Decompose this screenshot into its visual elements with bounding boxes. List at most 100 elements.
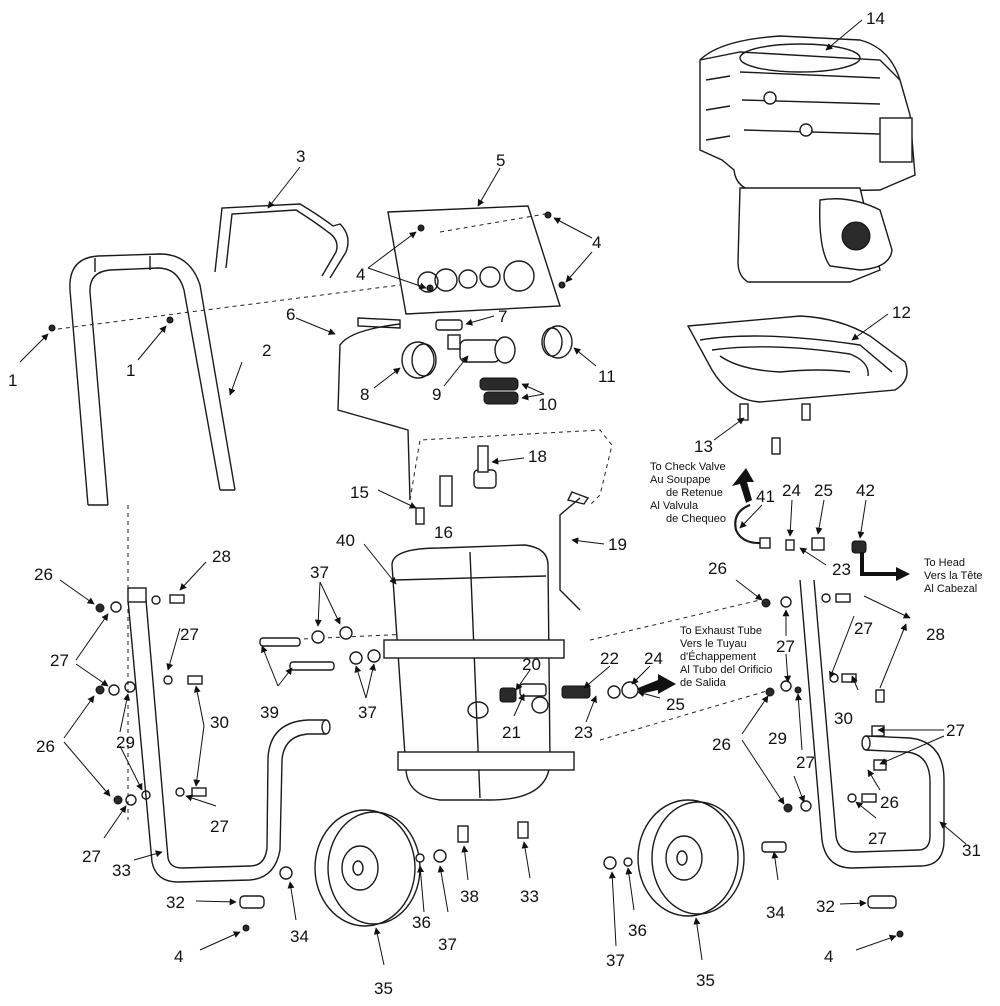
callout-11: 11: [598, 367, 616, 386]
callout-26: 26: [36, 737, 55, 756]
callout-24: 24: [782, 481, 801, 500]
callout-2: 2: [262, 341, 271, 360]
callout-1: 1: [8, 371, 17, 390]
callout-4: 4: [174, 947, 183, 966]
callout-37: 37: [310, 563, 329, 582]
hose-6: [337, 323, 411, 501]
svg-text:Vers le Tuyau: Vers le Tuyau: [680, 638, 747, 650]
callout-1: 1: [126, 361, 135, 380]
bracket-part: [214, 203, 349, 279]
exhaust-arrow: [638, 674, 676, 694]
shroud-part: [686, 315, 908, 455]
callout-36: 36: [628, 921, 647, 940]
bolts-39: [259, 626, 381, 671]
svg-text:To Exhaust Tube: To Exhaust Tube: [680, 625, 762, 637]
gauge-left: [401, 341, 437, 379]
callout-25: 25: [814, 481, 833, 500]
callout-19: 19: [608, 535, 627, 554]
check-valve-arrow: [732, 468, 754, 503]
callout-30: 30: [210, 713, 229, 732]
handle-part: [69, 253, 236, 506]
callout-27: 27: [776, 637, 795, 656]
callout-37: 37: [358, 703, 377, 722]
callout-4: 4: [356, 265, 365, 284]
coupler-part: [479, 377, 519, 405]
svg-text:d'Échappement: d'Échappement: [680, 650, 756, 663]
callout-35: 35: [696, 971, 715, 990]
callout-32: 32: [816, 897, 835, 916]
callout-15: 15: [350, 483, 369, 502]
callout-7: 7: [498, 307, 507, 326]
callout-29: 29: [768, 729, 787, 748]
callout-26: 26: [708, 559, 727, 578]
callout-41: 41: [756, 487, 775, 506]
svg-text:Vers la Tête: Vers la Tête: [924, 570, 983, 582]
callout-38: 38: [460, 887, 479, 906]
callout-27: 27: [796, 753, 815, 772]
callout-8: 8: [360, 385, 369, 404]
callout-36: 36: [412, 913, 431, 932]
callout-42: 42: [856, 481, 875, 500]
callout-22: 22: [600, 649, 619, 668]
callout-39: 39: [260, 703, 279, 722]
callout-18: 18: [528, 447, 547, 466]
svg-text:To Check Valve: To Check Valve: [650, 461, 726, 473]
callout-9: 9: [432, 385, 441, 404]
right-frame-part: [799, 579, 945, 869]
callout-24: 24: [644, 649, 663, 668]
callout-37: 37: [438, 935, 457, 954]
svg-text:To Head: To Head: [924, 557, 965, 569]
callout-10: 10: [538, 395, 557, 414]
callout-37: 37: [606, 951, 625, 970]
svg-text:Al Valvula: Al Valvula: [650, 500, 699, 512]
svg-text:Au Soupape: Au Soupape: [650, 474, 711, 486]
panel-plate-part: [387, 205, 561, 315]
tube-41-assembly: [734, 503, 867, 554]
valve-parts: [499, 681, 639, 703]
callout-34: 34: [766, 903, 785, 922]
callout-25: 25: [666, 695, 685, 714]
callout-16: 16: [434, 523, 453, 542]
callout-27: 27: [946, 721, 965, 740]
head-arrow: [860, 552, 898, 576]
callout-5: 5: [496, 151, 505, 170]
gauge-right: [541, 325, 573, 359]
svg-text:de Retenue: de Retenue: [666, 487, 723, 499]
check-valve-note: To Check Valve Au Soupape de Retenue Al …: [650, 461, 726, 525]
callout-40: 40: [336, 531, 355, 550]
regulator-part: [447, 334, 516, 364]
callout-27: 27: [50, 651, 69, 670]
callout-31: 31: [962, 841, 981, 860]
callout-27: 27: [210, 817, 229, 836]
callout-28: 28: [926, 625, 945, 644]
callout-3: 3: [296, 147, 305, 166]
callout-26: 26: [712, 735, 731, 754]
left-frame-part: [127, 587, 331, 883]
callout-6: 6: [286, 305, 295, 324]
callout-13: 13: [694, 437, 713, 456]
callout-14: 14: [866, 9, 885, 28]
left-wheel: [314, 809, 421, 927]
exhaust-note: To Exhaust Tube Vers le Tuyau d'Échappem…: [680, 625, 772, 689]
callout-12: 12: [892, 303, 911, 322]
callout-27: 27: [180, 625, 199, 644]
hose-19: [559, 497, 581, 611]
callout-20: 20: [522, 655, 541, 674]
svg-text:de Salida: de Salida: [680, 677, 727, 689]
callout-26: 26: [34, 565, 53, 584]
tank-part: [383, 544, 575, 801]
svg-text:de Chequeo: de Chequeo: [666, 513, 726, 525]
svg-text:Al Tubo del Orificio: Al Tubo del Orificio: [680, 664, 772, 676]
callout-34: 34: [290, 927, 309, 946]
callout-33: 33: [112, 861, 131, 880]
callout-32: 32: [166, 893, 185, 912]
fitting-part: [435, 319, 463, 331]
engine-part: [699, 35, 916, 283]
callout-35: 35: [374, 979, 393, 998]
callout-23: 23: [832, 560, 851, 579]
callout-28: 28: [212, 547, 231, 566]
callout-21: 21: [502, 723, 521, 742]
right-wheel: [637, 799, 745, 917]
callout-27: 27: [82, 847, 101, 866]
svg-text:Al Cabezal: Al Cabezal: [924, 583, 977, 595]
